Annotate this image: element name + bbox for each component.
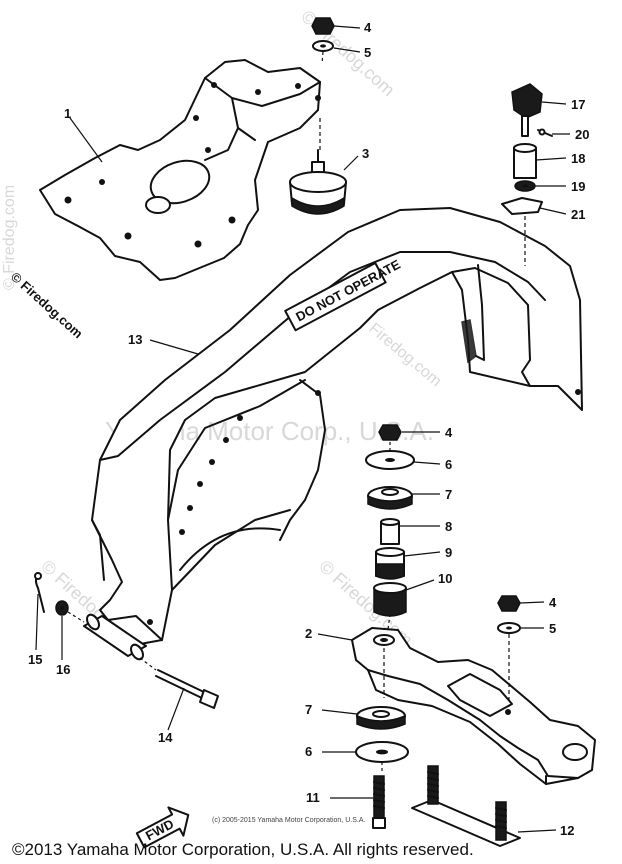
callout-20: 20	[575, 127, 589, 142]
small-copyright: (c) 2005-2015 Yamaha Motor Corporation, …	[212, 817, 365, 824]
callout-10: 10	[438, 571, 452, 586]
callout-7-lower: 7	[305, 702, 312, 717]
upper-mounting-plate	[39, 59, 321, 281]
callout-6-lower: 6	[305, 744, 312, 759]
callout-14: 14	[158, 730, 173, 745]
lower-mounting-plate	[351, 627, 596, 785]
callout-4-right: 4	[549, 595, 557, 610]
top-nut-washer	[311, 17, 335, 65]
callout-12: 12	[560, 823, 574, 838]
callout-1: 1	[64, 106, 71, 121]
side-copyright: © Firedog.com	[8, 269, 86, 341]
callout-21: 21	[571, 207, 585, 222]
callout-4-top: 4	[364, 20, 372, 35]
right-nut-washer	[497, 595, 521, 704]
callout-19: 19	[571, 179, 585, 194]
callout-15: 15	[28, 652, 42, 667]
pivot-pin-set	[34, 572, 219, 709]
rubber-mount-3	[289, 118, 347, 215]
callout-5-right: 5	[549, 621, 556, 636]
callout-6-center: 6	[445, 457, 452, 472]
stud-bracket	[411, 765, 521, 847]
knob-assembly	[501, 83, 553, 266]
callout-11: 11	[306, 790, 320, 805]
callouts: 1 2 3 4 5 4 6 7 8 9 10 4 5	[28, 20, 589, 838]
belt-guard: DO NOT OPERATE	[91, 207, 583, 645]
callout-5-top: 5	[364, 45, 371, 60]
watermark-mid-right: Firedog.com	[365, 320, 444, 390]
watermark-left-vertical: © Firedog.com	[1, 185, 18, 290]
lower-mount-stack	[355, 706, 409, 829]
callout-16: 16	[56, 662, 70, 677]
side-copyright-text: © Firedog.com	[8, 269, 86, 341]
callout-13: 13	[128, 332, 142, 347]
footer-copyright: ©2013 Yamaha Motor Corporation, U.S.A. A…	[12, 840, 474, 859]
callout-17: 17	[571, 97, 585, 112]
center-mount-stack	[365, 424, 415, 631]
callout-4-center: 4	[445, 425, 453, 440]
callout-9: 9	[445, 545, 452, 560]
callout-7-center: 7	[445, 487, 452, 502]
callout-8: 8	[445, 519, 452, 534]
callout-2: 2	[305, 626, 312, 641]
callout-3: 3	[362, 146, 369, 161]
callout-18: 18	[571, 151, 585, 166]
